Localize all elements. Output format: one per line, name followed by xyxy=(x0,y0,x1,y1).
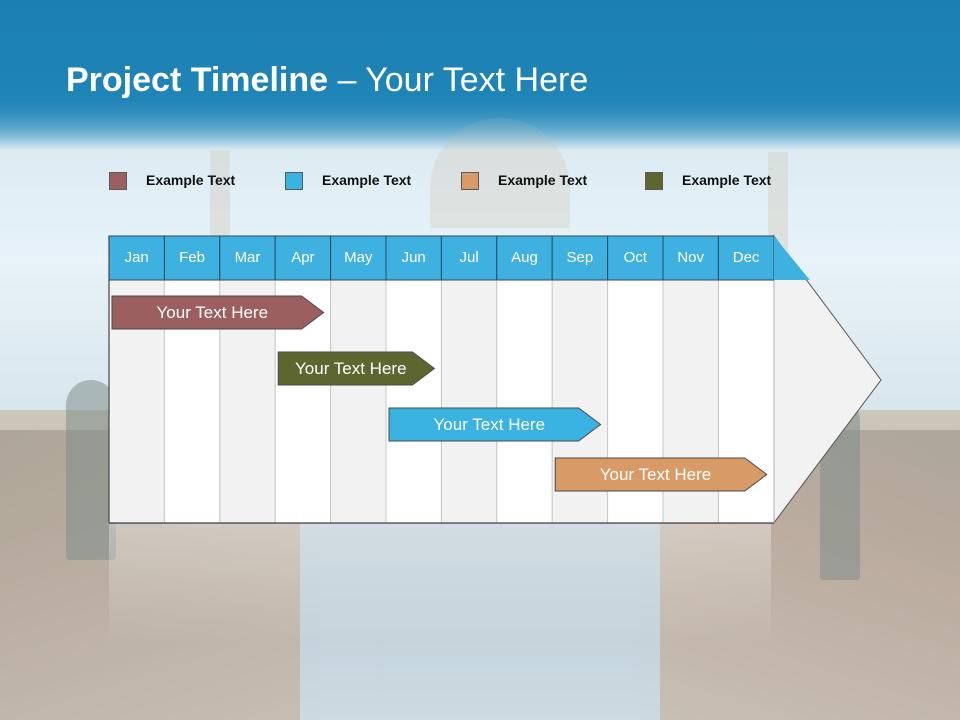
month-label-aug: Aug xyxy=(511,249,538,266)
legend-label-3: Example Text xyxy=(498,172,588,188)
task-bar-3 xyxy=(388,407,602,442)
month-label-apr: Apr xyxy=(291,249,315,266)
title-bold: Project Timeline xyxy=(66,61,329,99)
legend-swatch-1 xyxy=(109,172,127,190)
month-header-cell-feb xyxy=(163,235,221,281)
month-header-cell-jun xyxy=(385,235,442,281)
month-header-cell-may xyxy=(330,235,387,281)
month-column-may xyxy=(330,279,387,524)
legend-swatch-3 xyxy=(461,172,479,190)
month-header-cell-mar xyxy=(219,235,276,281)
month-label-jun: Jun xyxy=(401,249,426,266)
month-header-cell-aug xyxy=(496,235,553,281)
month-header-cell-jan xyxy=(108,235,165,281)
minaret-left xyxy=(210,150,230,260)
title-band xyxy=(0,0,960,150)
month-column-jul xyxy=(440,279,498,524)
task-bar-label-4: Your Text Here xyxy=(599,465,712,484)
tree-left xyxy=(66,380,116,560)
month-label-may: May xyxy=(344,249,373,266)
task-bar-label-3: Your Text Here xyxy=(433,415,546,434)
legend-swatch-4 xyxy=(645,172,663,190)
month-label-dec: Dec xyxy=(732,249,760,266)
task-bar-2 xyxy=(277,351,436,386)
month-label-jul: Jul xyxy=(459,249,479,266)
task-bar-4 xyxy=(554,457,768,492)
legend-swatch-2 xyxy=(285,172,303,190)
month-header-cell-nov xyxy=(662,235,719,281)
legend-label-4: Example Text xyxy=(682,172,772,188)
month-header-cell-apr xyxy=(274,235,332,281)
minaret-right xyxy=(768,152,788,262)
month-column-aug xyxy=(496,279,553,524)
slide-title: Project Timeline – Your Text Here xyxy=(66,58,588,102)
month-label-mar: Mar xyxy=(234,249,261,266)
month-label-oct: Oct xyxy=(623,249,647,266)
task-bar-label-2: Your Text Here xyxy=(295,359,407,378)
month-header-cell-dec xyxy=(717,235,775,281)
task-bar-1 xyxy=(111,295,325,330)
task-bar-label-1: Your Text Here xyxy=(156,303,269,322)
reflection-pool xyxy=(300,520,660,720)
legend-label-1: Example Text xyxy=(146,172,236,188)
month-label-sep: Sep xyxy=(566,249,594,266)
header-arrow-cap xyxy=(773,236,810,280)
month-label-feb: Feb xyxy=(179,249,206,266)
timeline-reflection xyxy=(109,524,771,644)
month-label-jan: Jan xyxy=(124,249,149,266)
title-rest: – Your Text Here xyxy=(328,61,589,99)
legend-label-2: Example Text xyxy=(322,172,412,188)
month-label-nov: Nov xyxy=(677,249,705,266)
month-column-jun xyxy=(385,279,442,524)
month-header-cell-sep xyxy=(551,235,609,281)
month-header-cell-jul xyxy=(440,235,498,281)
